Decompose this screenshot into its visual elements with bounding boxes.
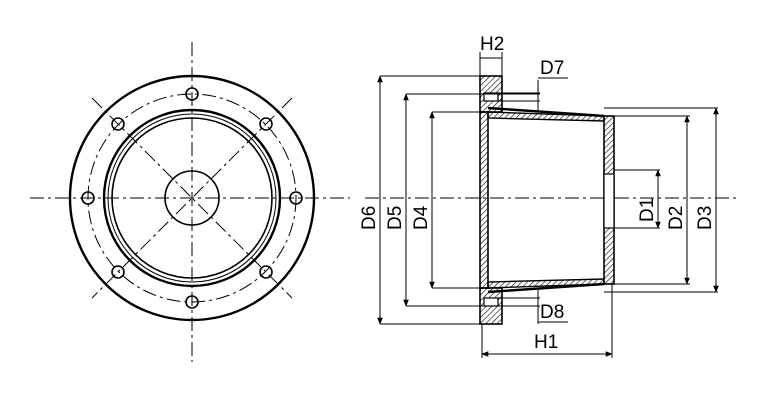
bolt-hole-bottom-left (111, 265, 125, 279)
body-outer-circle (102, 108, 282, 288)
end-plate-opening (603, 173, 615, 229)
front-view (30, 42, 350, 362)
bolt-hole-bottom (185, 295, 199, 309)
front-diagonal-centerline-2 (91, 97, 293, 299)
label-d7: D7 (540, 58, 564, 79)
body-mid-circle (107, 113, 277, 283)
bolt-hole-top (185, 87, 199, 101)
body-inner-circle (111, 117, 273, 279)
label-d8: D8 (540, 302, 564, 323)
bolt-hole-top-left (111, 117, 125, 131)
bolt-hole-top-right (259, 117, 273, 131)
body-wall-bottom (487, 278, 605, 289)
label-d4: D4 (411, 205, 432, 230)
body-outer-bottom (487, 282, 605, 294)
bolt-hole-left (81, 191, 95, 205)
flange-hole-top (483, 92, 499, 102)
bolt-circle (87, 93, 297, 303)
section-view (365, 52, 740, 358)
label-d6: D6 (359, 206, 380, 230)
body-wall-top (487, 111, 605, 122)
label-d5: D5 (385, 206, 406, 230)
bolt-hole-bottom-right (259, 265, 273, 279)
bolt-hole-right (289, 191, 303, 205)
body-outer-top (487, 106, 605, 118)
flange-outer-circle (68, 74, 316, 322)
label-h2: H2 (480, 34, 504, 55)
label-d2: D2 (666, 206, 687, 230)
label-h1: H1 (534, 332, 558, 353)
flange-hole-bottom (483, 297, 499, 307)
hub-circle (164, 170, 220, 226)
label-d3: D3 (695, 206, 716, 230)
front-diagonal-centerline-1 (91, 97, 293, 299)
label-d1: D1 (637, 198, 658, 222)
flange-web (479, 111, 489, 289)
